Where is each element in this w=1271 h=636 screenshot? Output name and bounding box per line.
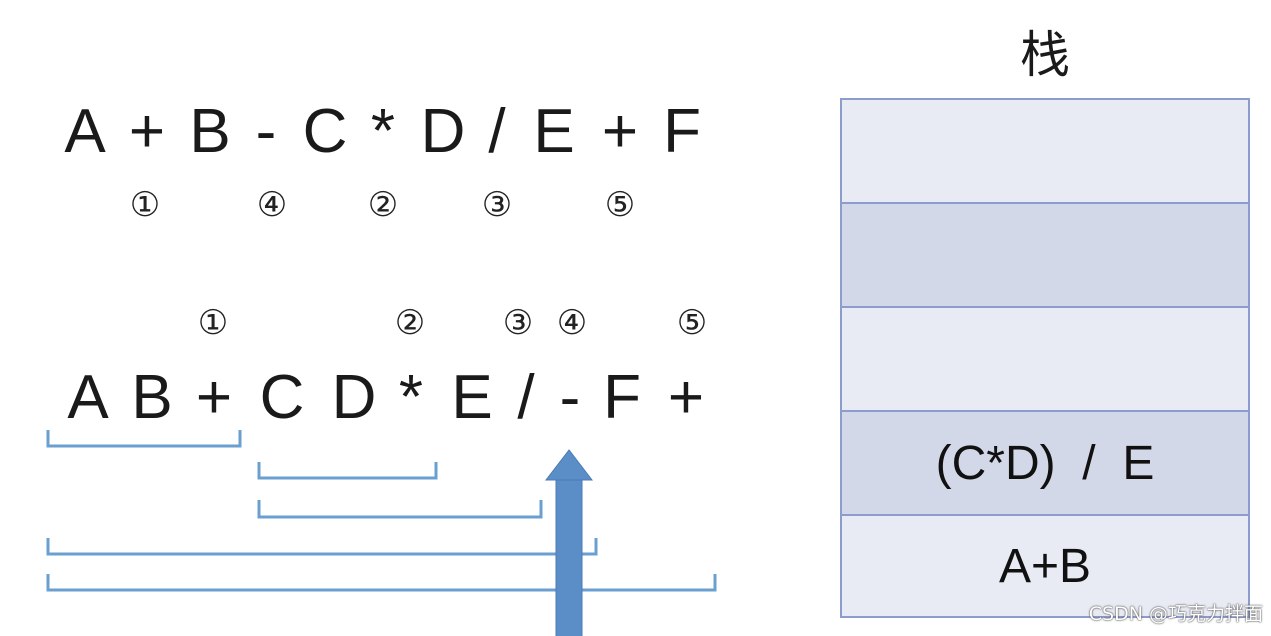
postfix-token: F (603, 363, 641, 432)
infix-token: + (128, 97, 166, 166)
postfix-token: + (667, 363, 705, 432)
stack: (C*D) / E A+B (840, 98, 1250, 618)
stack-cell (842, 100, 1248, 204)
postfix-token: C (259, 363, 305, 432)
infix-token: B (189, 97, 231, 166)
postfix-token: B (131, 363, 173, 432)
postfix-token: - (559, 363, 581, 432)
grouping-brackets (46, 430, 717, 636)
stack-title: 栈 (1020, 26, 1070, 84)
watermark: CSDN @巧克力拌面 (1088, 603, 1263, 625)
postfix-token: * (398, 363, 424, 432)
order-marker: ④ (256, 185, 288, 225)
stack-cell: A+B (842, 516, 1248, 616)
infix-token: F (663, 97, 701, 166)
order-marker: ③ (481, 185, 513, 225)
infix-token: - (255, 97, 277, 166)
order-marker: ⑤ (604, 185, 636, 225)
infix-token: E (533, 97, 575, 166)
order-marker: ② (394, 303, 426, 343)
order-marker: ② (367, 185, 399, 225)
stack-cell (842, 204, 1248, 308)
infix-token: C (302, 97, 348, 166)
infix-token: D (420, 97, 466, 166)
up-arrow-icon (544, 449, 594, 636)
order-marker: ① (197, 303, 229, 343)
bracket-full (46, 574, 717, 592)
infix-token: / (488, 97, 506, 166)
bracket-cd-div-e (257, 500, 543, 519)
order-marker: ⑤ (676, 303, 708, 343)
order-marker: ③ (502, 303, 534, 343)
order-marker: ④ (556, 303, 588, 343)
postfix-token: + (195, 363, 233, 432)
stack-cell: (C*D) / E (842, 412, 1248, 516)
postfix-token: E (451, 363, 493, 432)
stack-cell (842, 308, 1248, 412)
order-marker: ① (129, 185, 161, 225)
postfix-token: D (331, 363, 377, 432)
postfix-token: / (517, 363, 535, 432)
infix-token: * (370, 97, 396, 166)
bracket-minus (46, 538, 598, 556)
bracket-a-plus-b (46, 430, 242, 448)
bracket-c-times-d (257, 462, 438, 480)
infix-token: + (601, 97, 639, 166)
postfix-token: A (67, 363, 109, 432)
infix-token: A (64, 97, 106, 166)
